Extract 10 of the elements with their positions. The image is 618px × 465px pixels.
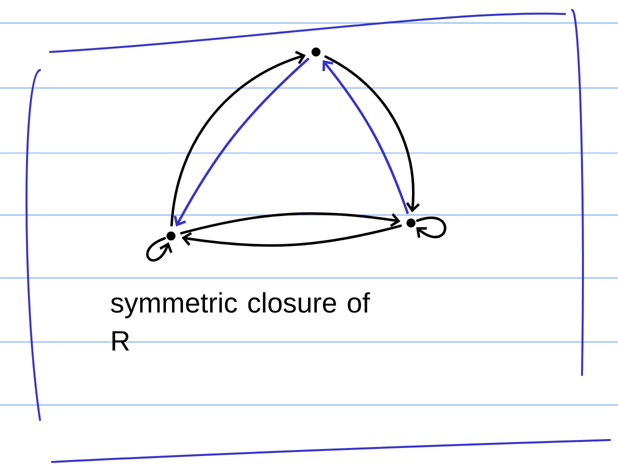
- vertex-dot: [166, 231, 176, 240]
- arrow: [324, 55, 420, 212]
- arrow: [322, 60, 409, 214]
- vertex-dot: [406, 218, 416, 228]
- arrow: [182, 224, 402, 247]
- arrow: [146, 237, 172, 262]
- vertex-dot: [312, 48, 320, 56]
- arrow: [180, 212, 400, 234]
- note-text: symmetric closure of R: [111, 292, 370, 350]
- arrow: [416, 216, 446, 238]
